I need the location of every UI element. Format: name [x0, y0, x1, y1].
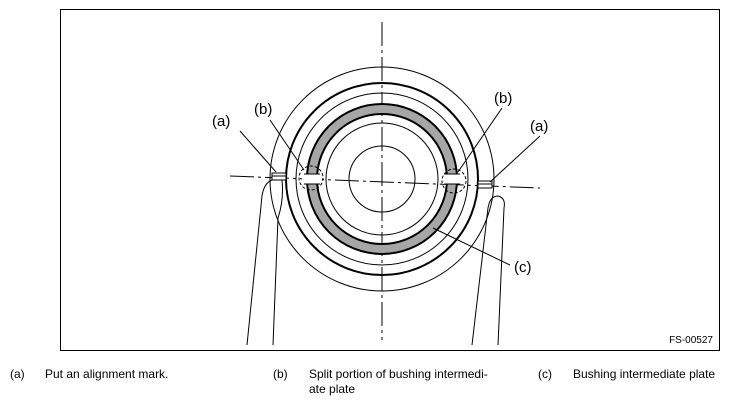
split-highlight-left — [298, 165, 324, 191]
figure-code: FS-00527 — [669, 335, 713, 346]
figure-frame: FS-00527 — [60, 9, 720, 351]
legend-text-b-line1: Split portion of bushing intermedi- — [309, 367, 488, 381]
leader-b-left — [269, 119, 305, 171]
legend-key-a: (a) — [10, 367, 25, 381]
callout-b-left: (b) — [254, 101, 272, 118]
callout-c: (c) — [514, 259, 532, 276]
leader-a-right — [489, 135, 541, 183]
callout-a-left: (a) — [212, 113, 230, 130]
callout-a-right: (a) — [530, 118, 548, 135]
outer-housing-circle — [269, 66, 495, 292]
legend-key-c: (c) — [538, 367, 552, 381]
tool-outline-left — [246, 179, 283, 346]
legend-text-b: Split portion of bushing intermedi-ate p… — [309, 367, 519, 397]
legend-key-b: (b) — [273, 367, 288, 381]
legend: (a) Put an alignment mark. (b) Split por… — [0, 367, 745, 407]
split-highlight-right — [441, 168, 467, 194]
legend-text-b-line2: ate plate — [309, 382, 356, 396]
inner-bore-circle — [325, 122, 439, 236]
housing-ring-circle — [295, 92, 469, 266]
split-gap-right — [442, 174, 462, 184]
leader-c — [432, 227, 511, 266]
split-gap-left — [302, 174, 322, 184]
tool-outline-right — [471, 195, 505, 346]
callout-b-right: (b) — [494, 90, 512, 107]
leader-b-right — [457, 107, 503, 173]
shaft-circle — [348, 145, 416, 213]
bushing-diagram: (a) (b) (b) (a) (c) — [212, 22, 548, 346]
legend-text-a: Put an alignment mark. — [45, 367, 169, 381]
legend-text-c: Bushing intermediate plate — [573, 367, 716, 381]
leader-a-left — [239, 130, 277, 173]
